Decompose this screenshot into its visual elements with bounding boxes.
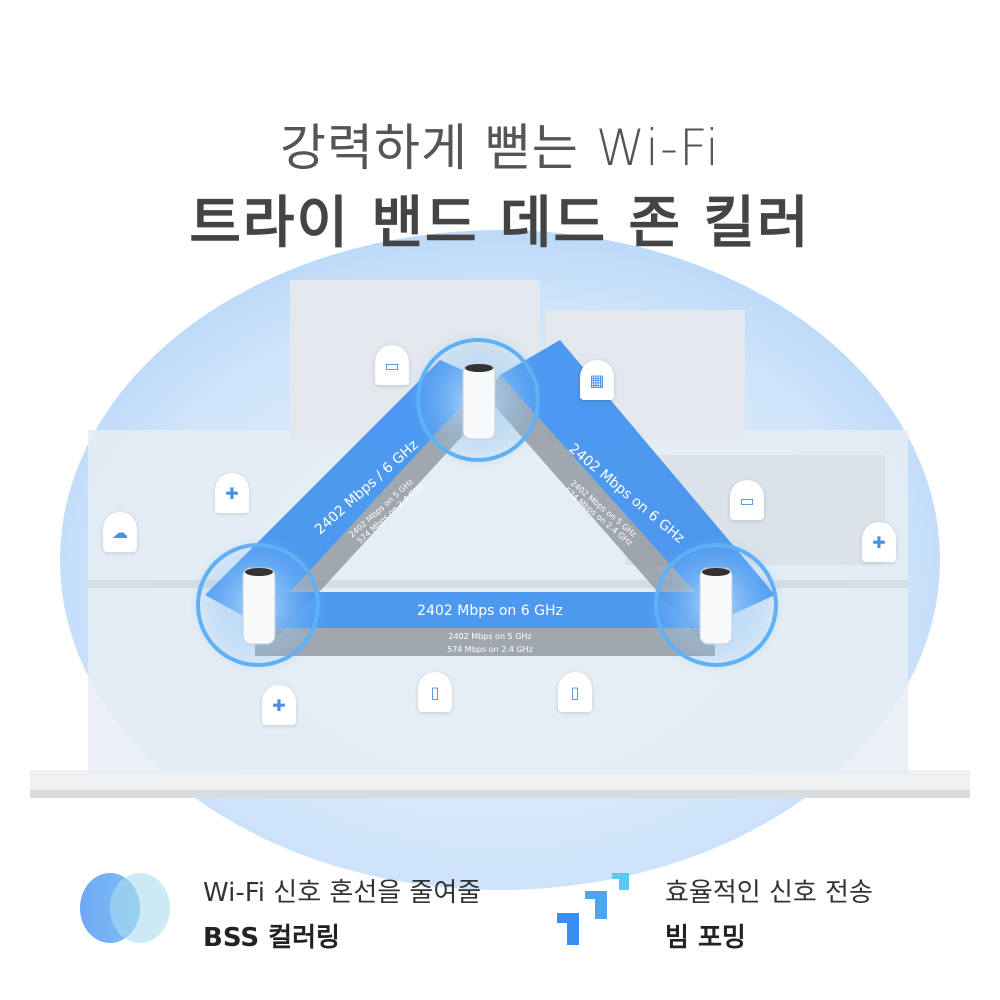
headline-line1: 강력하게 뻗는 Wi-Fi [279, 119, 721, 177]
feature-beamforming: 효율적인 신호 전송 빔 포밍 [665, 872, 873, 954]
feature-subtitle: Wi-Fi 신호 혼선을 줄여줄 [203, 878, 482, 908]
feature-subtitle: 효율적인 신호 전송 [665, 878, 873, 908]
beamforming-icon [557, 873, 637, 948]
link-bottom-sub2: 574 Mbps on 2.4 GHz [447, 645, 533, 654]
gamepad-icon: ✚ [862, 522, 896, 562]
link-bottom [255, 592, 715, 656]
tv-icon: ▭ [730, 480, 764, 520]
feature-title: 빔 포밍 [665, 923, 746, 953]
link-bottom-main: 2402 Mbps on 6 GHz [417, 603, 563, 619]
feature-bss-coloring: Wi-Fi 신호 혼선을 줄여줄 빔 포밍 BSS 컬러링 [203, 872, 481, 954]
monitor-icon: ▭ [375, 345, 409, 385]
game-console-icon: ▦ [580, 360, 614, 400]
phone-icon: ▯ [558, 672, 592, 712]
router-right [646, 535, 786, 675]
gamepad-icon: ✚ [262, 685, 296, 725]
feature-title: BSS 컬러링 [203, 923, 340, 953]
router-left [188, 535, 328, 675]
router-top [408, 330, 548, 470]
tablet-icon: ▯ [418, 672, 452, 712]
link-bottom-sub1: 2402 Mbps on 5 GHz [448, 632, 531, 641]
gamepad-icon: ✚ [215, 473, 249, 513]
headline-line2: 트라이 밴드 데드 존 킬러 [189, 191, 811, 256]
cloud-device-icon: ☁ [103, 512, 137, 552]
